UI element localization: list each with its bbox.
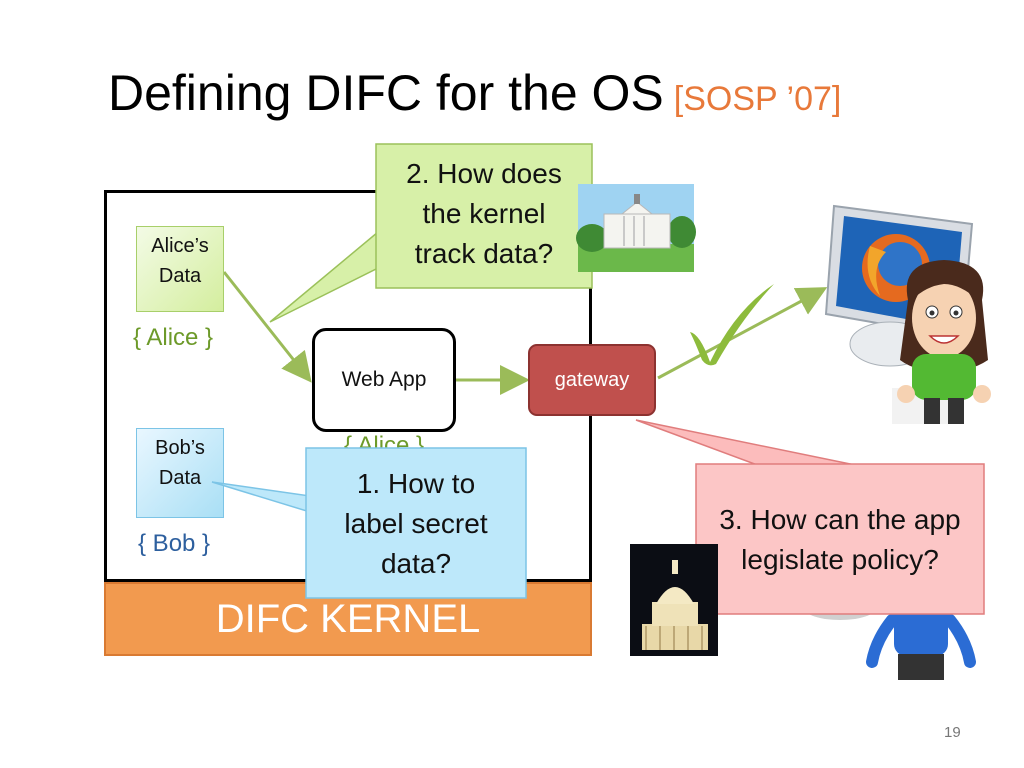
title-text: Defining DIFC for the OS xyxy=(108,65,664,121)
q2-line1: 2. How does xyxy=(406,158,562,189)
q3-line2: legislate policy? xyxy=(741,544,939,575)
alice-label: { Alice } xyxy=(133,324,214,351)
q1-callout-text: 1. How to label secret data? xyxy=(308,464,524,584)
q2-callout xyxy=(269,143,593,323)
alice-avatar-icon xyxy=(892,260,991,424)
alice-note-line2: Data xyxy=(158,265,202,287)
bob-note-line1: Bob’s xyxy=(155,437,205,459)
q3-line1: 3. How can the app xyxy=(719,504,961,535)
q3-callout-text: 3. How can the app legislate policy? xyxy=(698,500,982,580)
page-number: 19 xyxy=(944,724,961,741)
bob-label: { Bob } xyxy=(138,530,211,557)
gateway-to-browser-arrow xyxy=(657,287,828,380)
q1-line2: label secret xyxy=(344,508,488,539)
q2-callout-text: 2. How does the kernel track data? xyxy=(376,154,592,274)
white-house-icon xyxy=(576,184,696,272)
alice-to-webapp-arrow xyxy=(222,271,312,383)
capitol-icon xyxy=(630,544,718,656)
bob-note-line2: Data xyxy=(158,467,202,489)
q1-line3: data? xyxy=(380,548,452,579)
gateway-box: gateway xyxy=(528,344,656,416)
checkmark-icon xyxy=(690,284,774,366)
slide-title: Defining DIFC for the OS[SOSP ’07] xyxy=(108,64,841,122)
q2-line3: track data? xyxy=(414,238,554,269)
q1-line1: 1. How to xyxy=(356,468,476,499)
alice-note-line1: Alice’s xyxy=(151,235,209,257)
q3-callout xyxy=(695,463,985,615)
q1-callout xyxy=(211,447,527,599)
bob-data-note: Bob’s Data xyxy=(136,428,224,518)
citation: [SOSP ’07] xyxy=(673,80,842,118)
alice-data-note: Alice’s Data xyxy=(136,226,224,312)
q2-line2: the kernel xyxy=(422,198,546,229)
webapp-box: Web App xyxy=(312,328,456,432)
